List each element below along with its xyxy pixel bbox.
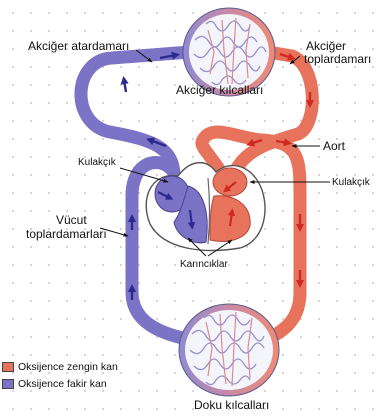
pulmonary-artery-label: Akciğer atardamarı bbox=[28, 40, 129, 53]
ventricles-label: Karıncıklar bbox=[180, 258, 228, 271]
legend-item-oxygen-poor: Oksijence fakir kan bbox=[2, 375, 118, 392]
aorta-label: Aort bbox=[323, 140, 345, 153]
right-atrium-label: Kulakçık bbox=[332, 176, 370, 189]
tissue-capillaries-label: Doku kılcalları bbox=[194, 399, 269, 412]
body-veins-label-line1: Vücut bbox=[56, 214, 87, 227]
legend: Oksijence zengin kan Oksijence fakir kan bbox=[2, 358, 118, 392]
legend-item-oxygen-rich: Oksijence zengin kan bbox=[2, 358, 118, 375]
legend-swatch-red bbox=[2, 362, 14, 372]
body-veins-label-line2: toplardamarları bbox=[26, 228, 107, 241]
pulmonary-veins-label-line2: toplardamarı bbox=[304, 53, 371, 66]
left-atrium-label: Kulakçık bbox=[78, 156, 116, 169]
legend-label: Oksijence zengin kan bbox=[18, 361, 118, 373]
lung-capillaries-label: Akciğer kılcalları bbox=[176, 84, 263, 97]
heart bbox=[146, 163, 265, 251]
tissue-capillary-bed bbox=[179, 304, 279, 396]
legend-label: Oksijence fakir kan bbox=[18, 378, 107, 390]
left-atrium-chamber bbox=[213, 168, 247, 196]
legend-swatch-blue bbox=[2, 379, 14, 389]
